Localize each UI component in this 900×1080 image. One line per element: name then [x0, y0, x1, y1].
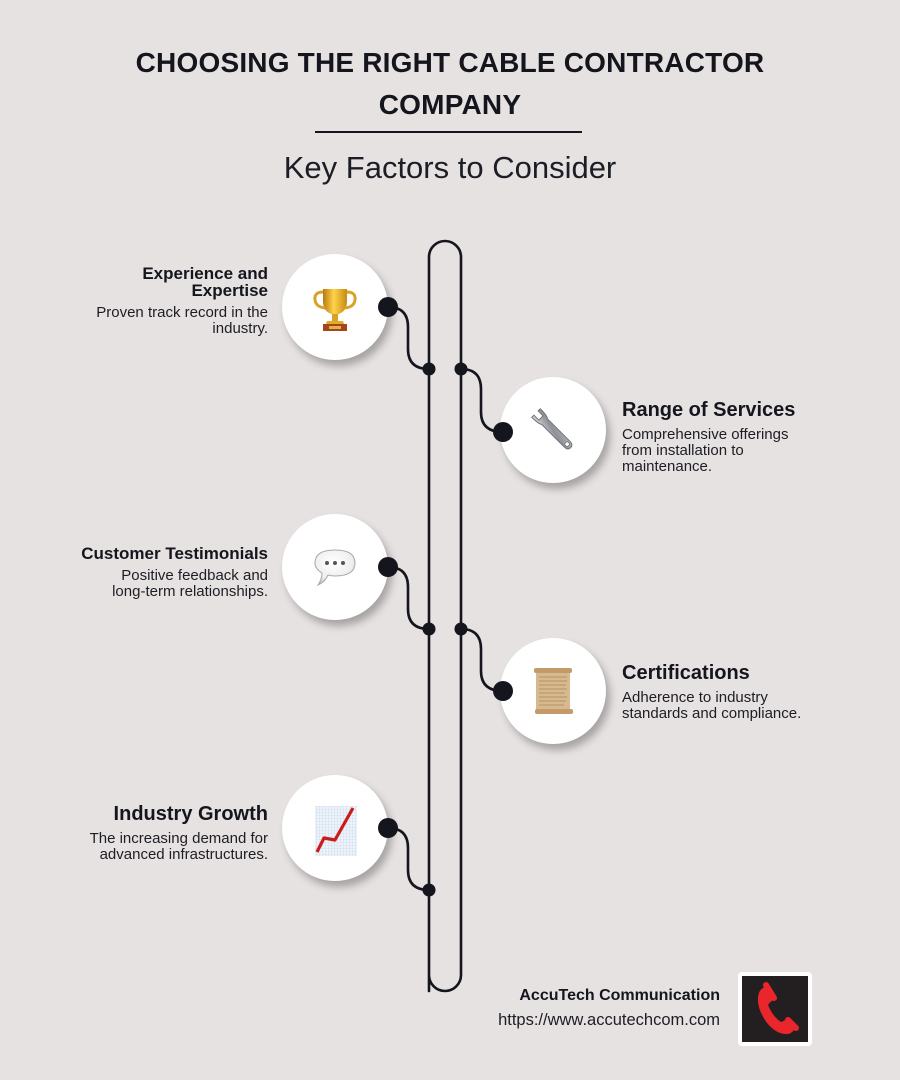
- factor-desc-line: industry.: [212, 320, 268, 337]
- title-divider: [315, 131, 582, 133]
- speech-bubble-icon: [314, 549, 356, 587]
- factor-description: The increasing demand for advanced infra…: [8, 831, 268, 863]
- factor-testimonials: Customer Testimonials Positive feedback …: [8, 545, 268, 600]
- company-name: AccuTech Communication: [519, 987, 720, 1004]
- icon-circle-testimonials: [282, 514, 388, 620]
- factor-description: Positive feedback and long-term relation…: [8, 568, 268, 600]
- factor-services: Range of Services Comprehensive offering…: [622, 399, 862, 475]
- icon-circle-growth: [282, 775, 388, 881]
- factor-desc-line: from installation to: [622, 442, 744, 459]
- trophy-icon: [313, 289, 357, 331]
- factor-desc-line: Proven track record in the: [96, 304, 268, 321]
- factor-desc-line: long-term relationships.: [112, 583, 268, 600]
- factor-title: Experience and Expertise: [8, 265, 268, 299]
- connector-dot: [378, 297, 398, 317]
- factor-description: Comprehensive offerings from installatio…: [622, 427, 862, 475]
- factor-desc-line: advanced infrastructures.: [99, 846, 268, 863]
- subtitle: Key Factors to Consider: [283, 150, 617, 185]
- icon-circle-experience: [282, 254, 388, 360]
- page-title: CHOOSING THE RIGHT CABLE CONTRACTOR COMP…: [0, 42, 900, 126]
- connector-dot: [378, 818, 398, 838]
- connector-dot: [493, 422, 513, 442]
- factor-description: Proven track record in the industry.: [8, 305, 268, 337]
- chart-increasing-icon: [315, 806, 357, 856]
- phone-button[interactable]: [738, 972, 812, 1046]
- factor-desc-line: Positive feedback and: [121, 567, 268, 584]
- icon-circle-certifications: [500, 638, 606, 744]
- factor-desc-line: standards and compliance.: [622, 705, 802, 722]
- phone-icon-background: [742, 976, 808, 1042]
- wrench-icon: [531, 408, 573, 450]
- factor-title-line: Experience and: [142, 264, 268, 283]
- factor-growth: Industry Growth The increasing demand fo…: [8, 803, 268, 863]
- company-url-link[interactable]: https://www.accutechcom.com: [498, 1011, 720, 1029]
- factor-description: Adherence to industry standards and comp…: [622, 690, 862, 722]
- factor-title: Industry Growth: [113, 803, 268, 825]
- icon-circle-services: [500, 377, 606, 483]
- factor-experience: Experience and Expertise Proven track re…: [8, 265, 268, 337]
- factor-desc-line: Adherence to industry: [622, 689, 768, 706]
- factor-desc-line: The increasing demand for: [89, 830, 268, 847]
- factor-title-line: Expertise: [191, 281, 268, 300]
- factor-desc-line: Comprehensive offerings: [622, 426, 789, 443]
- scroll-icon: [534, 668, 573, 714]
- connector-dot: [493, 681, 513, 701]
- factor-certifications: Certifications Adherence to industry sta…: [622, 662, 862, 722]
- factor-desc-line: maintenance.: [622, 458, 713, 475]
- factor-title: Customer Testimonials: [81, 544, 268, 563]
- factor-title: Range of Services: [622, 399, 796, 421]
- factor-title: Certifications: [622, 662, 750, 684]
- title-line-1: CHOOSING THE RIGHT CABLE CONTRACTOR: [135, 47, 765, 78]
- phone-icon: [757, 982, 799, 1035]
- title-line-2: COMPANY: [378, 89, 522, 120]
- connector-dot: [378, 557, 398, 577]
